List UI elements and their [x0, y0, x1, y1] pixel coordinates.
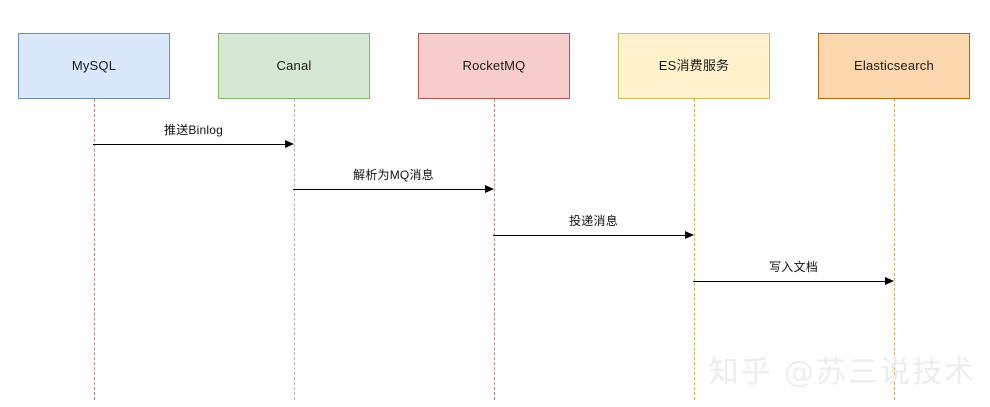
participant-label-rocketmq: RocketMQ	[462, 58, 526, 74]
lifeline-canal	[294, 99, 295, 400]
arrowhead-icon	[885, 276, 894, 285]
arrowhead-icon	[485, 184, 494, 193]
message-line-1	[93, 144, 286, 145]
lifeline-elasticsearch	[894, 99, 895, 400]
participant-box-elasticsearch[interactable]: Elasticsearch	[818, 33, 970, 99]
participant-box-rocketmq[interactable]: RocketMQ	[418, 33, 570, 99]
message-line-4	[693, 281, 886, 282]
participant-box-mysql[interactable]: MySQL	[18, 33, 170, 99]
message-label-2: 解析为MQ消息	[353, 168, 434, 182]
watermark-text: 知乎 @苏三说技术	[708, 355, 976, 390]
message-label-1: 推送Binlog	[164, 123, 223, 137]
message-label-4: 写入文档	[769, 260, 818, 274]
participant-label-canal: Canal	[276, 58, 312, 74]
participant-box-es-consumer[interactable]: ES消费服务	[618, 33, 770, 99]
message-label-3: 投递消息	[569, 214, 618, 228]
participant-label-mysql: MySQL	[71, 58, 117, 74]
message-line-3	[493, 235, 686, 236]
message-line-2	[293, 189, 486, 190]
arrowhead-icon	[685, 230, 694, 239]
lifeline-mysql	[94, 99, 95, 400]
arrowhead-icon	[285, 139, 294, 148]
lifeline-es-consumer	[694, 99, 695, 400]
participant-label-es-consumer: ES消费服务	[658, 58, 730, 74]
participant-box-canal[interactable]: Canal	[218, 33, 370, 99]
lifeline-rocketmq	[494, 99, 495, 400]
participant-label-elasticsearch: Elasticsearch	[854, 58, 934, 74]
